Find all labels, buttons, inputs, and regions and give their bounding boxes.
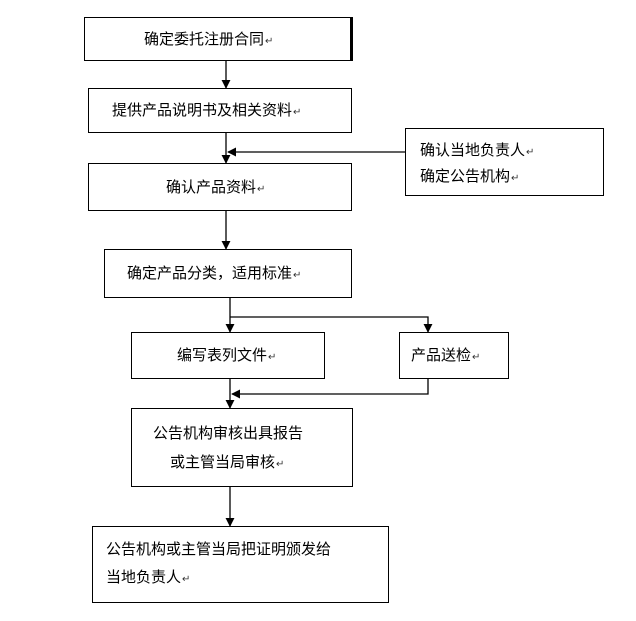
step6-line1: 公告机构审核出具报告 — [153, 424, 304, 442]
step3-box: 确认产品资料↵ — [88, 163, 352, 211]
step6-line2: 或主管当局审核↵ — [170, 453, 285, 471]
step7-box: 公告机构或主管当局把证明颁发给 当地负责人↵ — [92, 526, 389, 603]
step3-label: 确认产品资料↵ — [166, 178, 266, 196]
step2-box: 提供产品说明书及相关资料↵ — [88, 88, 352, 133]
step5a-label: 编写表列文件↵ — [177, 346, 277, 364]
side-line1: 确认当地负责人↵ — [420, 141, 535, 159]
step4-box: 确定产品分类，适用标准↵ — [104, 249, 352, 298]
arrow-step5b-to-step6 — [231, 379, 429, 399]
arrow-step4-to-step5b — [230, 316, 433, 333]
step2-label: 提供产品说明书及相关资料↵ — [112, 101, 302, 119]
step5a-box: 编写表列文件↵ — [131, 332, 325, 379]
step5b-label: 产品送检↵ — [411, 346, 481, 364]
step6-box: 公告机构审核出具报告 或主管当局审核↵ — [131, 408, 353, 487]
step1-label: 确定委托注册合同↵ — [144, 30, 274, 48]
side-line2: 确定公告机构↵ — [420, 167, 520, 185]
step1-box: 确定委托注册合同↵ — [84, 17, 351, 61]
step7-line1: 公告机构或主管当局把证明颁发给 — [106, 540, 332, 558]
step5b-box: 产品送检↵ — [399, 332, 509, 379]
step4-label: 确定产品分类，适用标准↵ — [127, 264, 302, 282]
side-box: 确认当地负责人↵ 确定公告机构↵ — [405, 128, 604, 196]
step7-line2: 当地负责人↵ — [106, 568, 191, 586]
